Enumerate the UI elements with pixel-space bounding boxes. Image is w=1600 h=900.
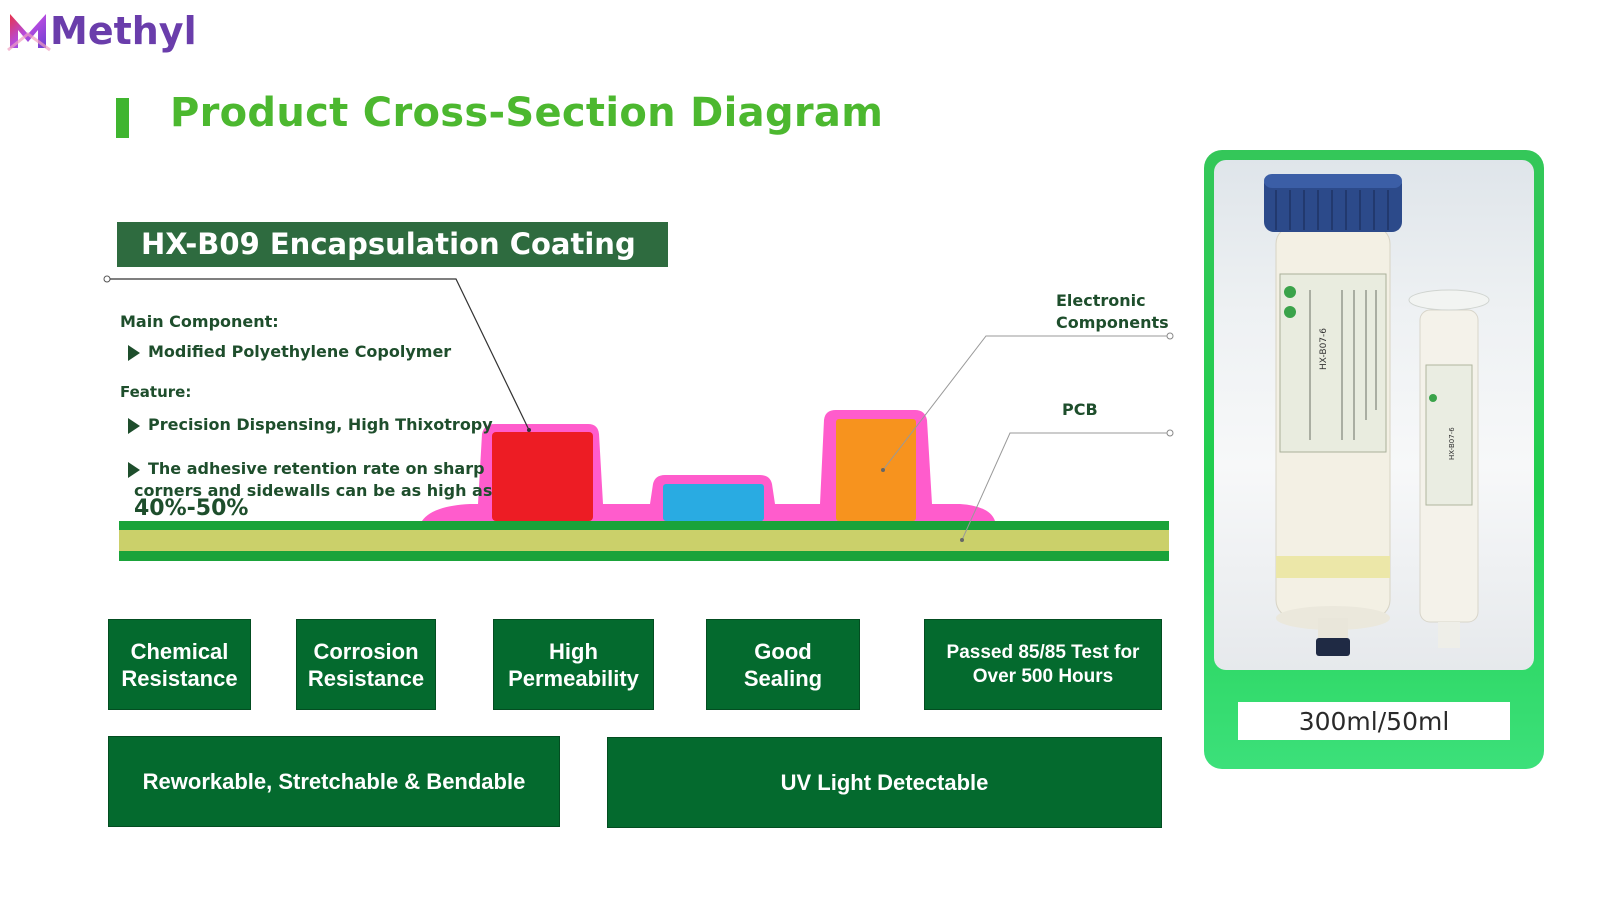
feature-item-2: The adhesive retention rate on sharp cor… bbox=[128, 458, 492, 502]
label-pcb: PCB bbox=[1062, 400, 1098, 419]
size-caption: 300ml/50ml bbox=[1238, 702, 1510, 740]
title-accent-bar bbox=[116, 98, 129, 138]
coating-layer bbox=[422, 410, 995, 521]
cartridge-illustration: HX-B07-6 HX-B07-6 bbox=[1264, 174, 1490, 656]
product-name-banner: HX-B09 Encapsulation Coating bbox=[117, 222, 668, 267]
feature-box-reworkable: Reworkable, Stretchable & Bendable bbox=[108, 736, 560, 827]
svg-text:HX-B07-6: HX-B07-6 bbox=[1319, 328, 1329, 370]
main-component-value: Modified Polyethylene Copolymer bbox=[128, 342, 451, 361]
pcb-core bbox=[119, 530, 1169, 551]
feature-label: Feature: bbox=[120, 383, 192, 401]
product-photo-frame: HX-B07-6 HX-B07-6 300ml/50ml bbox=[1204, 150, 1544, 769]
leader-line-pcb bbox=[961, 432, 1167, 541]
label-electronic-components: Electronic Components bbox=[1056, 291, 1169, 332]
pcb-top-layer bbox=[119, 521, 1169, 530]
component-orange bbox=[836, 419, 916, 521]
bullet-triangle-icon bbox=[128, 417, 140, 434]
brand-name: Methyl bbox=[50, 9, 196, 53]
product-photo: HX-B07-6 HX-B07-6 bbox=[1214, 160, 1534, 670]
bullet-triangle-icon bbox=[128, 461, 140, 478]
page-title: Product Cross-Section Diagram bbox=[170, 90, 884, 136]
pcb-bottom-layer bbox=[119, 551, 1169, 561]
feature-box-uv-detectable: UV Light Detectable bbox=[607, 737, 1162, 828]
component-red bbox=[492, 432, 593, 521]
leader-line-electronic bbox=[882, 335, 1167, 471]
main-component-label: Main Component: bbox=[120, 312, 279, 331]
bullet-triangle-icon bbox=[128, 344, 140, 361]
svg-text:HX-B07-6: HX-B07-6 bbox=[1448, 427, 1456, 460]
retention-rate-value: 40%-50% bbox=[134, 496, 249, 521]
methyl-logo: Methyl bbox=[7, 9, 196, 53]
component-blue bbox=[663, 484, 764, 521]
feature-item-1: Precision Dispensing, High Thixotropy bbox=[128, 415, 493, 434]
